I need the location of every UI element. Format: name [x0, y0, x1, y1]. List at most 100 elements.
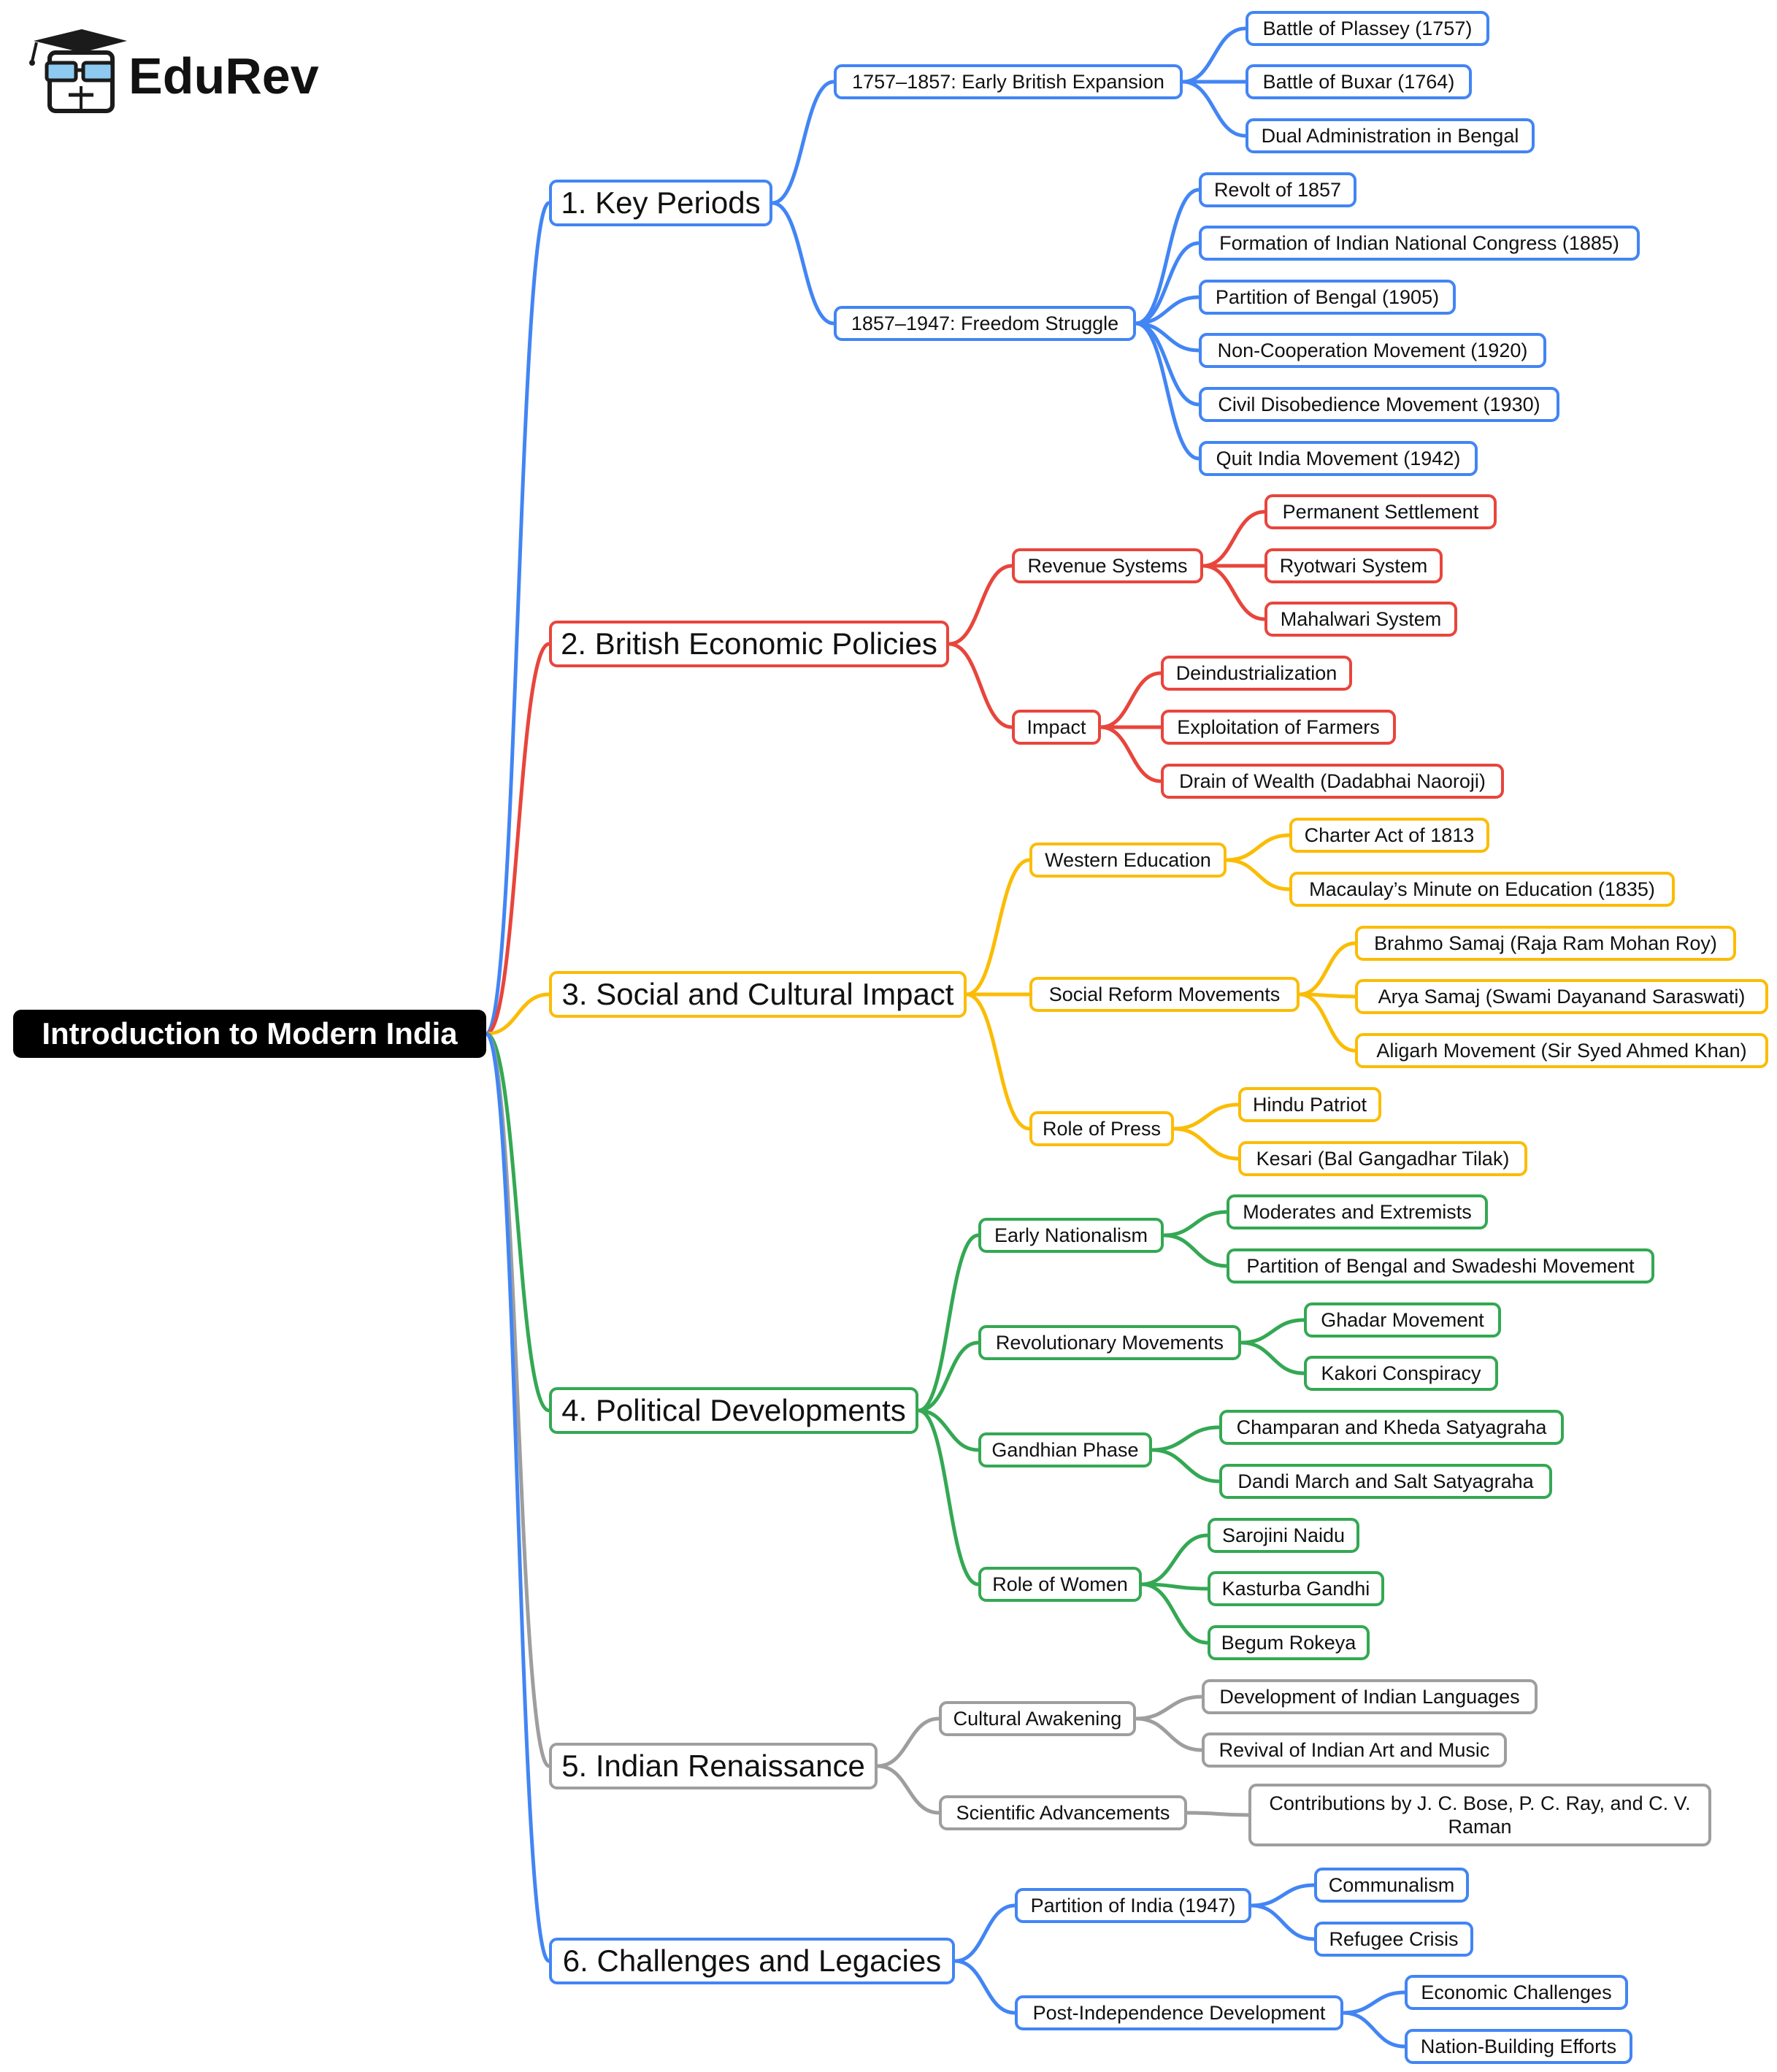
leaf-ghadar-movement[interactable]: Ghadar Movement [1304, 1302, 1501, 1338]
leaf-communalism[interactable]: Communalism [1314, 1868, 1469, 1903]
node-label: Revenue Systems [1027, 554, 1188, 577]
leaf-kesari-bal-gangadhar-tilak[interactable]: Kesari (Bal Gangadhar Tilak) [1238, 1141, 1527, 1176]
graduate-mascot-icon [29, 29, 127, 113]
node-label: Deindustrialization [1175, 661, 1337, 684]
connector-communalism [1249, 1883, 1316, 1908]
node-label: Early Nationalism [994, 1224, 1148, 1246]
leaf-begum-rokeya[interactable]: Begum Rokeya [1208, 1625, 1370, 1660]
connector-formation-of-indian-national-congress-1885 [1134, 241, 1201, 326]
topic-role-of-women[interactable]: Role of Women [978, 1567, 1142, 1602]
branch-5-indian-renaissance[interactable]: 5. Indian Renaissance [549, 1743, 878, 1789]
connector-macaulay-s-minute-on-education-1835 [1224, 858, 1292, 891]
leaf-quit-india-movement-1942[interactable]: Quit India Movement (1942) [1199, 441, 1478, 476]
topic-revolutionary-movements[interactable]: Revolutionary Movements [978, 1325, 1241, 1360]
leaf-sarojini-naidu[interactable]: Sarojini Naidu [1208, 1518, 1359, 1553]
node-label: Revolutionary Movements [995, 1331, 1224, 1354]
branch-4-political-developments[interactable]: 4. Political Developments [549, 1387, 918, 1434]
leaf-partition-of-bengal-and-swadeshi-movement[interactable]: Partition of Bengal and Swadeshi Movemen… [1227, 1248, 1654, 1284]
topic-gandhian-phase[interactable]: Gandhian Phase [978, 1432, 1152, 1467]
connector-ghadar-movement [1239, 1318, 1306, 1345]
leaf-macaulay-s-minute-on-education-1835[interactable]: Macaulay’s Minute on Education (1835) [1289, 872, 1675, 907]
leaf-kasturba-gandhi[interactable]: Kasturba Gandhi [1208, 1571, 1384, 1606]
node-label: Gandhian Phase [991, 1438, 1139, 1461]
leaf-partition-of-bengal-1905[interactable]: Partition of Bengal (1905) [1199, 280, 1456, 315]
node-label: Charter Act of 1813 [1304, 824, 1475, 846]
leaf-revival-of-indian-art-and-music[interactable]: Revival of Indian Art and Music [1202, 1733, 1507, 1768]
connector-brahmo-samaj-raja-ram-mohan-roy [1297, 941, 1357, 997]
connector-kesari-bal-gangadhar-tilak [1172, 1127, 1240, 1161]
topic-impact[interactable]: Impact [1012, 710, 1101, 745]
node-label: Hindu Patriot [1252, 1093, 1367, 1116]
leaf-arya-samaj-swami-dayanand-saraswati[interactable]: Arya Samaj (Swami Dayanand Saraswati) [1355, 979, 1768, 1014]
topic-partition-of-india-1947[interactable]: Partition of India (1947) [1015, 1888, 1251, 1923]
leaf-ryotwari-system[interactable]: Ryotwari System [1264, 548, 1443, 583]
node-label: 3. Social and Cultural Impact [561, 976, 954, 1011]
node-label: Economic Challenges [1421, 1981, 1612, 2003]
leaf-brahmo-samaj-raja-ram-mohan-roy[interactable]: Brahmo Samaj (Raja Ram Mohan Roy) [1355, 926, 1736, 961]
leaf-dual-administration-in-bengal[interactable]: Dual Administration in Bengal [1246, 118, 1535, 153]
node-label: Cultural Awakening [953, 1707, 1122, 1730]
connector-revival-of-indian-art-and-music [1134, 1716, 1204, 1752]
node-label: 2. British Economic Policies [561, 626, 937, 661]
connector-mahalwari-system [1201, 564, 1267, 621]
connector-drain-of-wealth-dadabhai-naoroji [1099, 725, 1163, 783]
connector-root-6-challenges-and-legacies [484, 1032, 551, 1963]
branch-2-british-economic-policies[interactable]: 2. British Economic Policies [549, 621, 949, 667]
leaf-champaran-and-kheda-satyagraha[interactable]: Champaran and Kheda Satyagraha [1219, 1410, 1564, 1445]
edurev-logo [25, 28, 331, 115]
node-label: Macaulay’s Minute on Education (1835) [1309, 878, 1655, 900]
branch-1-key-periods[interactable]: 1. Key Periods [549, 180, 772, 226]
leaf-non-cooperation-movement-1920[interactable]: Non-Cooperation Movement (1920) [1199, 333, 1546, 368]
leaf-deindustrialization[interactable]: Deindustrialization [1161, 656, 1352, 691]
connector-early-nationalism [916, 1233, 980, 1413]
leaf-dandi-march-and-salt-satyagraha[interactable]: Dandi March and Salt Satyagraha [1219, 1464, 1552, 1499]
node-label: Sarojini Naidu [1221, 1524, 1346, 1546]
topic-role-of-press[interactable]: Role of Press [1029, 1111, 1174, 1146]
node-label: Brahmo Samaj (Raja Ram Mohan Roy) [1374, 932, 1717, 954]
brand-name: EduRev [128, 47, 319, 104]
node-label: Contributions by J. C. Bose, P. C. Ray, … [1269, 1792, 1691, 1838]
connector-role-of-women [916, 1408, 980, 1586]
topic-1857-1947-freedom-struggle[interactable]: 1857–1947: Freedom Struggle [834, 306, 1136, 341]
topic-social-reform-movements[interactable]: Social Reform Movements [1029, 977, 1300, 1012]
leaf-development-of-indian-languages[interactable]: Development of Indian Languages [1202, 1679, 1538, 1714]
node-label: Kakori Conspiracy [1321, 1362, 1481, 1384]
leaf-battle-of-plassey-1757[interactable]: Battle of Plassey (1757) [1246, 11, 1489, 46]
branch-6-challenges-and-legacies[interactable]: 6. Challenges and Legacies [549, 1938, 955, 1984]
leaf-civil-disobedience-movement-1930[interactable]: Civil Disobedience Movement (1930) [1199, 387, 1559, 422]
topic-western-education[interactable]: Western Education [1029, 843, 1227, 878]
topic-scientific-advancements[interactable]: Scientific Advancements [939, 1795, 1187, 1830]
leaf-aligarh-movement-sir-syed-ahmed-khan[interactable]: Aligarh Movement (Sir Syed Ahmed Khan) [1355, 1033, 1768, 1068]
leaf-nation-building-efforts[interactable]: Nation-Building Efforts [1405, 2029, 1632, 2064]
leaf-exploitation-of-farmers[interactable]: Exploitation of Farmers [1161, 710, 1396, 745]
topic-post-independence-development[interactable]: Post-Independence Development [1015, 1995, 1343, 2030]
leaf-charter-act-of-1813[interactable]: Charter Act of 1813 [1289, 818, 1489, 853]
leaf-permanent-settlement[interactable]: Permanent Settlement [1264, 494, 1497, 529]
root-node[interactable]: Introduction to Modern India [13, 1010, 486, 1058]
connector-impact [947, 642, 1014, 729]
node-label: 1. Key Periods [561, 185, 761, 220]
leaf-contributions-by-j-c-bose-p-c-ray-and-c-v-raman[interactable]: Contributions by J. C. Bose, P. C. Ray, … [1248, 1784, 1711, 1846]
node-label: Formation of Indian National Congress (1… [1219, 231, 1619, 254]
node-label: Revolt of 1857 [1213, 178, 1342, 201]
topic-revenue-systems[interactable]: Revenue Systems [1012, 548, 1203, 583]
topic-1757-1857-early-british-expansion[interactable]: 1757–1857: Early British Expansion [834, 64, 1183, 99]
node-label: 5. Indian Renaissance [561, 1748, 865, 1783]
leaf-kakori-conspiracy[interactable]: Kakori Conspiracy [1304, 1356, 1498, 1391]
leaf-revolt-of-1857[interactable]: Revolt of 1857 [1199, 172, 1356, 207]
topic-cultural-awakening[interactable]: Cultural Awakening [939, 1701, 1136, 1736]
leaf-economic-challenges[interactable]: Economic Challenges [1405, 1975, 1628, 2010]
leaf-battle-of-buxar-1764[interactable]: Battle of Buxar (1764) [1246, 64, 1472, 99]
node-label: Mahalwari System [1280, 607, 1442, 630]
branch-3-social-and-cultural-impact[interactable]: 3. Social and Cultural Impact [549, 971, 967, 1018]
leaf-moderates-and-extremists[interactable]: Moderates and Extremists [1227, 1194, 1488, 1229]
topic-early-nationalism[interactable]: Early Nationalism [978, 1218, 1164, 1253]
leaf-hindu-patriot[interactable]: Hindu Patriot [1238, 1087, 1381, 1122]
node-label: 4. Political Developments [561, 1392, 906, 1427]
leaf-formation-of-indian-national-congress-1885[interactable]: Formation of Indian National Congress (1… [1199, 226, 1640, 261]
leaf-drain-of-wealth-dadabhai-naoroji[interactable]: Drain of Wealth (Dadabhai Naoroji) [1161, 764, 1504, 799]
leaf-refugee-crisis[interactable]: Refugee Crisis [1314, 1922, 1473, 1957]
leaf-mahalwari-system[interactable]: Mahalwari System [1264, 602, 1457, 637]
connector-sarojini-naidu [1140, 1533, 1210, 1586]
connector-gandhian-phase [916, 1408, 980, 1452]
